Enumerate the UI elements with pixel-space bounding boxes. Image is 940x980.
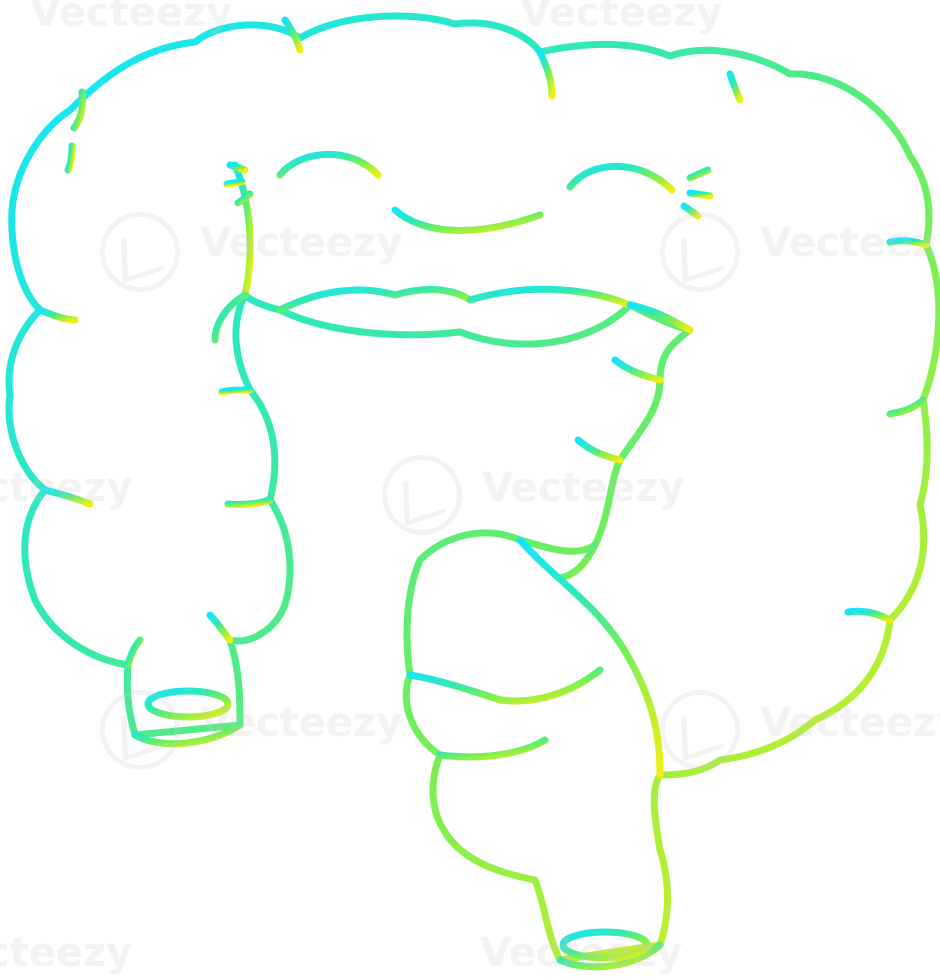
sigmoid-loop [516, 536, 664, 779]
intestine-outline [5, 12, 940, 964]
left-eye [276, 150, 382, 179]
smile [391, 206, 544, 234]
right-eye [566, 162, 676, 194]
rectum-tube [556, 941, 664, 971]
appendix-tube [131, 721, 244, 748]
descending-fold [574, 436, 624, 464]
intestine-inner-top-edge [231, 161, 254, 299]
